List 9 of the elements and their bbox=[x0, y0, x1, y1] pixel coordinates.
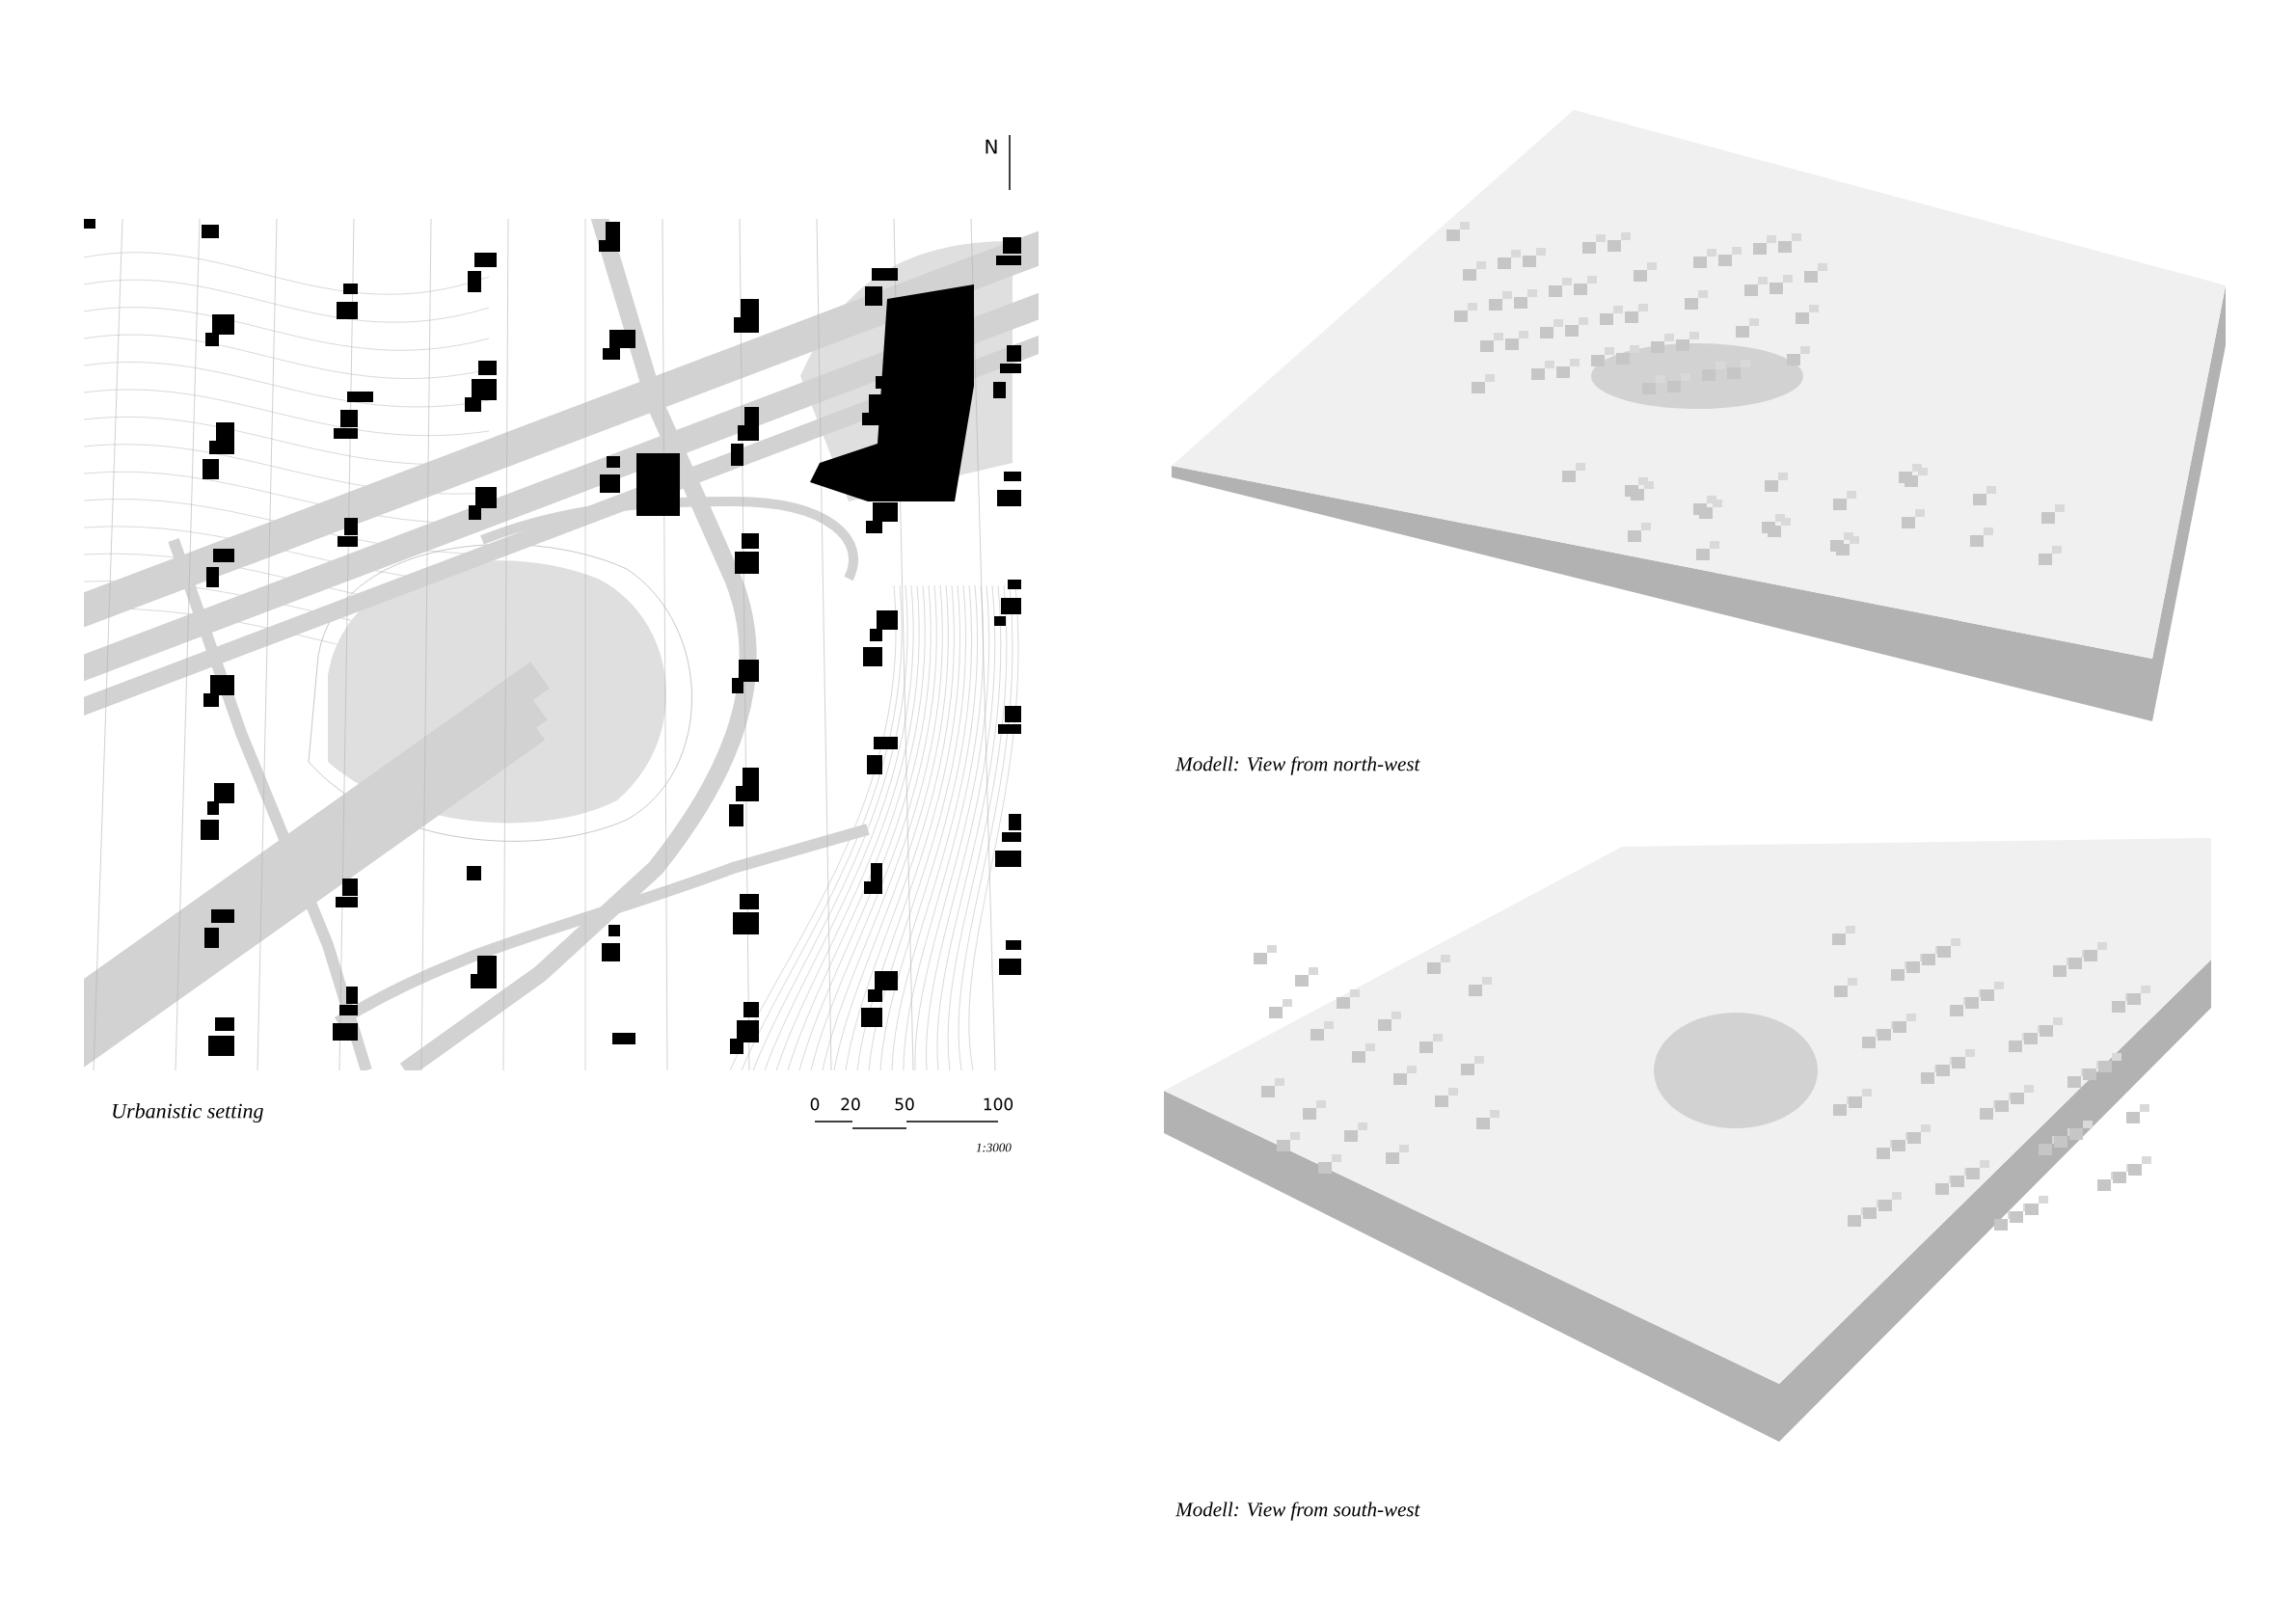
scale-number: 50 bbox=[895, 1097, 914, 1111]
model-caption: Modell: View from north-west bbox=[1175, 756, 1420, 775]
scale-number: 20 bbox=[841, 1097, 860, 1111]
north-label: N bbox=[986, 139, 997, 154]
scale-ratio: 1:3000 bbox=[976, 1143, 1012, 1152]
scale-number: 100 bbox=[984, 1097, 1013, 1111]
scale-number: 0 bbox=[810, 1097, 820, 1111]
map-caption: Urbanistic setting bbox=[113, 1103, 263, 1123]
model-caption: Modell: View from south-west bbox=[1175, 1501, 1420, 1521]
